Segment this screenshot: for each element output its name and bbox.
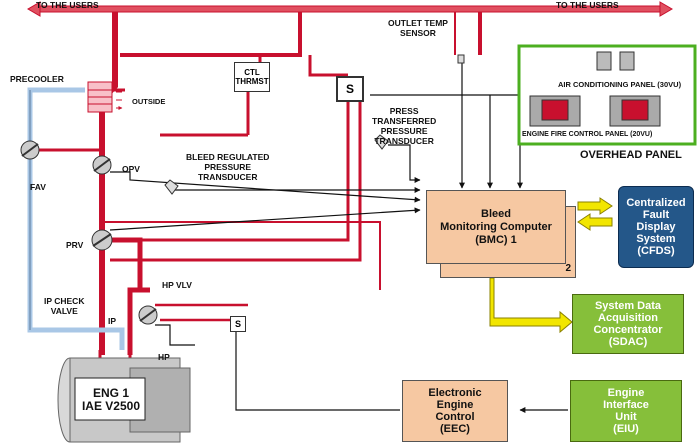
outlet-temp-sensor-icon [457, 54, 465, 64]
press-transferred-label: PRESS TRANSFERRED PRESSURE TRANSDUCER [372, 106, 437, 146]
fav-valve [20, 140, 40, 160]
hp-vlv-label: HP VLV [162, 280, 192, 290]
bus-arrows [489, 197, 613, 334]
bleed-pressure-transducer-icon [164, 179, 179, 195]
engine-label: ENG 1 IAE V2500 [81, 386, 141, 413]
ac-panel-label: AIR CONDITIONING PANEL (30VU) [558, 80, 682, 89]
top-duct [27, 1, 673, 17]
valves [20, 140, 158, 325]
solenoid-upper: S [336, 76, 364, 102]
fire-panel-label: ENGINE FIRE CONTROL PANEL (20VU) [522, 131, 653, 138]
ctl-thermostat-box: CTL THRMST [234, 62, 270, 92]
prv-valve [91, 229, 113, 251]
eec-box: Electronic Engine Control (EEC) [402, 380, 508, 442]
outside-label: OUTSIDE [132, 97, 166, 106]
outlet-temp-sensor-label: OUTLET TEMP SENSOR [388, 18, 448, 38]
prv-label: PRV [66, 240, 84, 250]
engine-graphic [57, 357, 191, 443]
bmc-1-box: Bleed Monitoring Computer (BMC) 1 [426, 190, 566, 264]
sdac-box: System Data Acquisition Concentrator (SD… [572, 294, 684, 354]
bmc-2-number: 2 [565, 263, 571, 274]
opv-valve [92, 155, 112, 175]
eiu-box: Engine Interface Unit (EIU) [570, 380, 682, 442]
overhead-panel-title: OVERHEAD PANEL [580, 149, 682, 161]
ip-label: IP [108, 316, 117, 326]
fav-label: FAV [30, 182, 46, 192]
bleed-regulated-label: BLEED REGULATED PRESSURE TRANSDUCER [186, 152, 270, 182]
cold-air-ducts [27, 87, 125, 350]
press-transferred-transducer-icon [374, 134, 389, 150]
ip-check-valve-label: IP CHECK VALVE [44, 296, 85, 316]
cfds-box: Centralized Fault Display System (CFDS) [618, 186, 694, 268]
opv-label: OPV [122, 164, 140, 174]
solenoid-lower: S [230, 316, 246, 332]
right-arrowhead [659, 1, 673, 17]
left-arrowhead [27, 1, 41, 17]
precooler-unit [87, 81, 122, 113]
to-users-right-label: TO THE USERS [556, 0, 619, 10]
hp-valve [138, 305, 158, 325]
precooler-label: PRECOOLER [10, 74, 64, 84]
hp-label: HP [158, 352, 170, 362]
to-users-left-label: TO THE USERS [36, 0, 99, 10]
overhead-panel [517, 44, 697, 146]
